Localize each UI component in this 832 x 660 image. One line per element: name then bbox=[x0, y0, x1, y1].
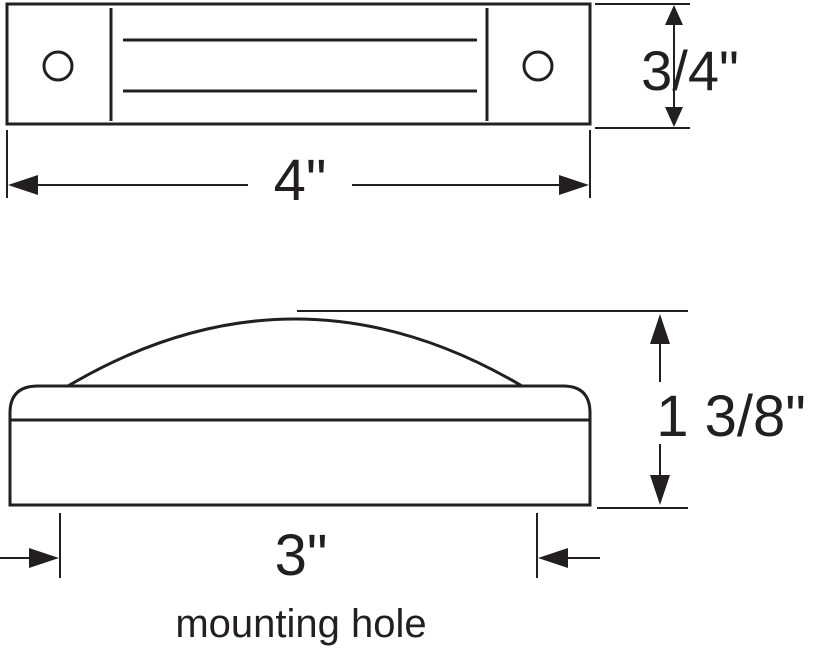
lens-dome bbox=[67, 317, 523, 388]
height-dimension-side: 1 3/8" bbox=[297, 310, 806, 509]
mount-spacing-label: 3" bbox=[275, 523, 328, 588]
arrow-down-icon bbox=[650, 475, 670, 505]
arrow-right-icon bbox=[29, 548, 59, 568]
mounting-hole-left-icon bbox=[42, 50, 74, 82]
height-label-top: 3/4" bbox=[641, 39, 739, 102]
side-view bbox=[8, 317, 592, 507]
length-dimension: 4" bbox=[6, 130, 591, 213]
mount-spacing-dimension: 3" mounting hole bbox=[0, 513, 600, 646]
arrow-left-icon bbox=[538, 548, 568, 568]
mounting-hole-right-icon bbox=[522, 50, 554, 82]
base-outline bbox=[8, 384, 592, 507]
arrow-up-icon bbox=[650, 314, 670, 344]
mount-caption: mounting hole bbox=[175, 602, 426, 646]
height-dimension-top: 3/4" bbox=[595, 3, 739, 129]
arrow-right-icon bbox=[559, 175, 589, 195]
top-view-outline bbox=[5, 2, 592, 126]
arrow-up-icon bbox=[665, 5, 683, 25]
arrow-down-icon bbox=[665, 107, 683, 127]
arrow-left-icon bbox=[8, 175, 38, 195]
length-label: 4" bbox=[274, 148, 327, 213]
height-label-side: 1 3/8" bbox=[656, 384, 806, 449]
top-view bbox=[5, 2, 592, 126]
